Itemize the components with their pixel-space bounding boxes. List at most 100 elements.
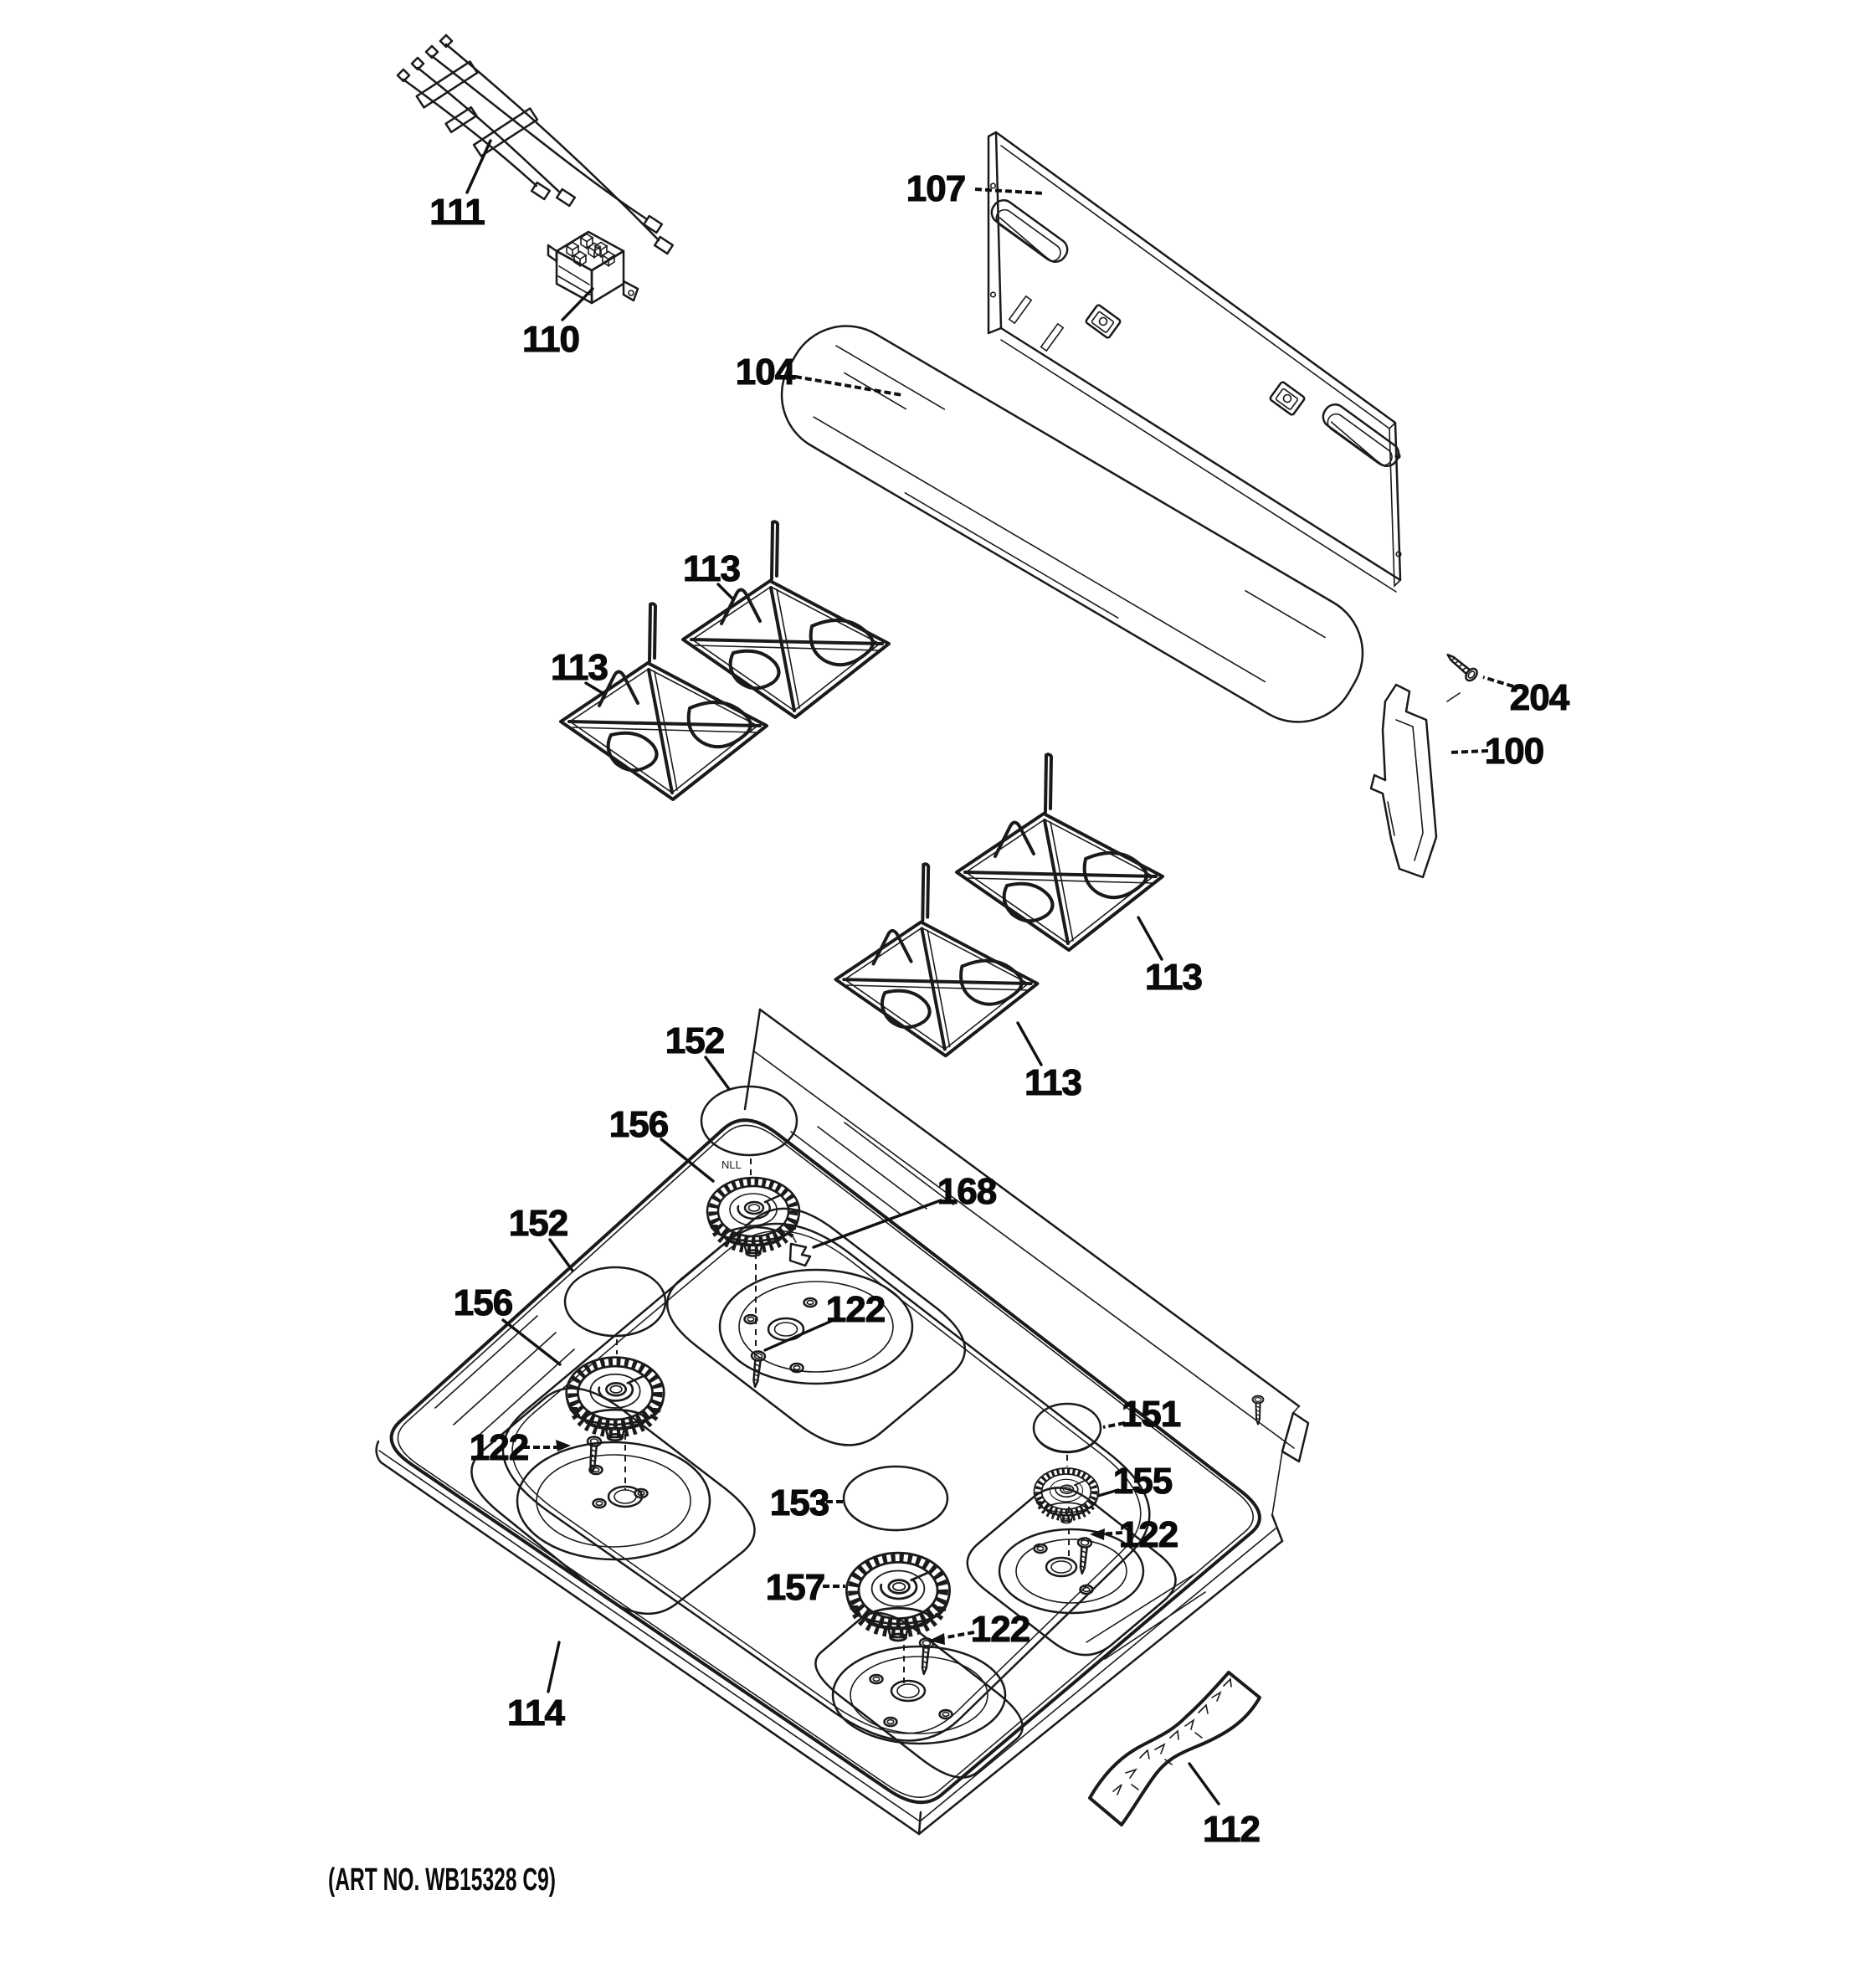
leader-100 bbox=[1448, 749, 1489, 754]
burner-grate-113-b bbox=[559, 602, 768, 801]
cooktop-skirt-edge bbox=[379, 1461, 1284, 1836]
callout-114: 114 bbox=[507, 1693, 566, 1734]
panel-knockout-2 bbox=[1268, 380, 1307, 417]
art-number: (ART NO. WB15328 C9) bbox=[328, 1862, 556, 1898]
cooktop-outline bbox=[389, 1118, 1261, 1805]
reflection-lines-top bbox=[790, 1122, 954, 1215]
leader-122-bottom-arrow bbox=[929, 1633, 945, 1645]
callout-122-left: 122 bbox=[470, 1427, 528, 1468]
glass-panel-104 bbox=[780, 325, 1364, 723]
leader-114 bbox=[547, 1641, 561, 1693]
reflection-lines-right bbox=[1086, 1573, 1206, 1660]
wire-harness-111 bbox=[396, 33, 675, 255]
callout-104: 104 bbox=[736, 352, 796, 393]
callout-156-top: 156 bbox=[609, 1104, 668, 1145]
callout-152-top: 152 bbox=[665, 1020, 724, 1061]
leader-122-left-arrow bbox=[556, 1440, 571, 1451]
gasket-strip-112 bbox=[1088, 1671, 1261, 1826]
burner-molded-marking: NLL bbox=[721, 1158, 742, 1171]
leader-104 bbox=[794, 375, 903, 397]
harness-connectors-left bbox=[396, 33, 454, 83]
burner-cap-153 bbox=[842, 1465, 949, 1532]
leader-111 bbox=[465, 139, 492, 194]
back-rail-top-edge bbox=[758, 1008, 1301, 1408]
spark-module-110 bbox=[547, 230, 639, 305]
leader-113-c bbox=[1137, 916, 1163, 961]
callout-113-c: 113 bbox=[1145, 957, 1202, 998]
leader-155 bbox=[1096, 1488, 1120, 1497]
callout-156-left: 156 bbox=[454, 1282, 512, 1323]
panel-slot-small-2 bbox=[1040, 322, 1065, 352]
burner-head-156-top bbox=[707, 1178, 799, 1256]
callout-113-a: 113 bbox=[683, 548, 740, 589]
gasket-texture bbox=[1112, 1677, 1232, 1795]
callout-204: 204 bbox=[1510, 677, 1570, 718]
screw-122-right bbox=[1074, 1536, 1093, 1575]
leader-113-a bbox=[716, 583, 735, 601]
leader-113-b bbox=[584, 681, 604, 695]
burner-cap-151 bbox=[1032, 1402, 1102, 1454]
callouts: 111 110 107 104 113 113 204 100 113 113 … bbox=[429, 139, 1571, 1851]
burner-well-top bbox=[666, 1207, 966, 1446]
leader-156-left bbox=[501, 1318, 562, 1366]
screw-204 bbox=[1442, 648, 1481, 684]
callout-152-left: 152 bbox=[509, 1203, 567, 1244]
harness-strap bbox=[444, 105, 478, 134]
callout-122-bottom: 122 bbox=[971, 1609, 1029, 1650]
igniter-electrode-168 bbox=[788, 1235, 812, 1267]
harness-wire-4 bbox=[444, 43, 660, 242]
spark-module-terminals bbox=[565, 233, 616, 267]
leader-156-top bbox=[660, 1138, 715, 1183]
harness-tie-1 bbox=[415, 60, 479, 109]
callout-122-right: 122 bbox=[1119, 1514, 1178, 1555]
leader-152-left bbox=[548, 1238, 574, 1272]
callout-113-d: 113 bbox=[1024, 1062, 1081, 1103]
harness-wire-2 bbox=[416, 66, 562, 194]
leader-122-top bbox=[763, 1318, 835, 1352]
callout-111: 111 bbox=[429, 192, 485, 233]
panel-slot-small-1 bbox=[1008, 295, 1033, 325]
harness-terminal-2 bbox=[555, 187, 577, 208]
harness-terminal-4 bbox=[653, 235, 675, 255]
leader-112 bbox=[1188, 1762, 1220, 1806]
callout-153: 153 bbox=[770, 1482, 829, 1523]
burner-grate-113-c bbox=[955, 753, 1164, 952]
burner-well-left bbox=[470, 1387, 756, 1616]
leader-110 bbox=[561, 287, 594, 321]
back-panel-107 bbox=[985, 131, 1404, 593]
callout-100: 100 bbox=[1485, 731, 1543, 772]
callout-122-top: 122 bbox=[826, 1289, 885, 1330]
back-panel-outline bbox=[994, 131, 1402, 582]
screw-204-align-dash bbox=[1446, 692, 1461, 702]
burner-cap-152-top bbox=[700, 1085, 798, 1157]
leader-113-d bbox=[1016, 1021, 1043, 1066]
burner-well-right bbox=[966, 1487, 1177, 1657]
callout-107: 107 bbox=[906, 168, 965, 209]
harness-tie-2 bbox=[472, 107, 539, 157]
burner-head-156-left bbox=[567, 1358, 665, 1441]
harness-terminal-3 bbox=[642, 214, 664, 234]
side-trim-100 bbox=[1369, 683, 1438, 879]
screw-back-rail bbox=[1251, 1395, 1265, 1426]
callout-157: 157 bbox=[766, 1567, 824, 1608]
callout-168: 168 bbox=[937, 1171, 997, 1212]
burner-head-155 bbox=[1035, 1468, 1099, 1523]
leader-168 bbox=[812, 1199, 942, 1249]
callout-110: 110 bbox=[522, 319, 579, 360]
burner-cap-152-left bbox=[563, 1266, 667, 1338]
leader-122-right-arrow bbox=[1090, 1528, 1105, 1540]
leader-151 bbox=[1102, 1421, 1126, 1429]
callout-112: 112 bbox=[1203, 1809, 1260, 1850]
back-rail-end-bracket bbox=[1281, 1411, 1310, 1463]
burner-head-157 bbox=[846, 1553, 949, 1641]
reflection-lines-left bbox=[434, 1315, 575, 1442]
callout-151: 151 bbox=[1122, 1394, 1181, 1435]
callout-113-b: 113 bbox=[551, 647, 608, 688]
harness-terminal-1 bbox=[530, 181, 552, 201]
callout-155: 155 bbox=[1113, 1461, 1173, 1502]
leader-152-top bbox=[704, 1056, 731, 1091]
leader-204 bbox=[1482, 676, 1514, 688]
panel-knockout-1 bbox=[1084, 303, 1122, 340]
burner-grate-113-d bbox=[834, 862, 1040, 1058]
